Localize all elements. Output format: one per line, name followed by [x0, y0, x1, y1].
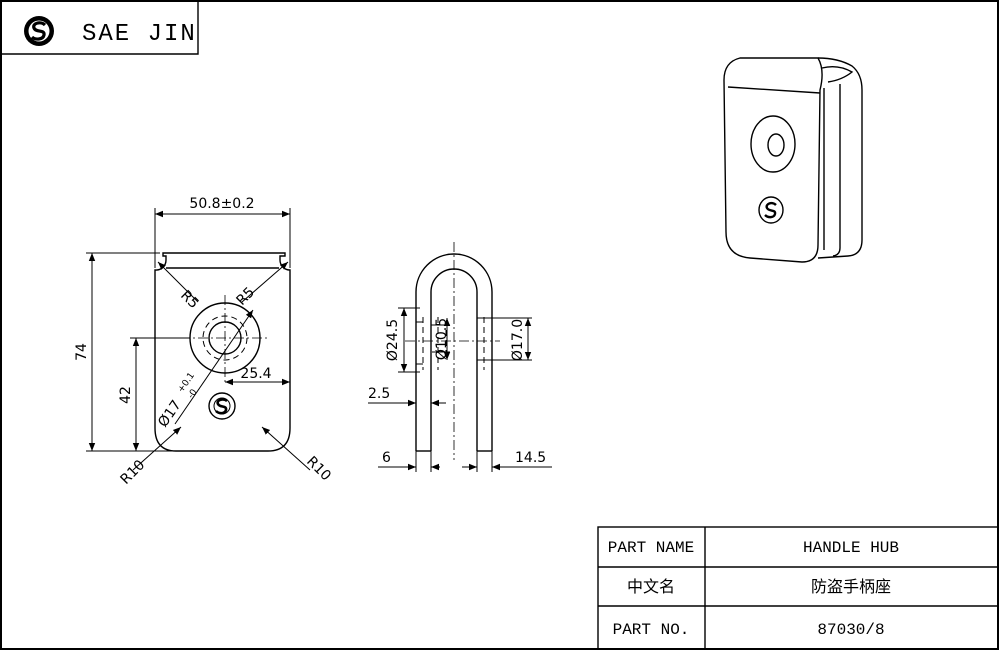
dim-radius-top-left: R5: [177, 288, 201, 312]
chinese-name-label: 中文名: [627, 577, 675, 596]
plate-outline: [154, 252, 291, 452]
title-block: PART NAME HANDLE HUB 中文名 防盗手柄座 PART NO. …: [597, 526, 999, 650]
dim-width: 50.8±0.2: [189, 196, 254, 212]
iso-front-face: [723, 57, 823, 263]
iso-boss: [750, 115, 796, 173]
part-no-label: PART NO.: [613, 621, 690, 639]
dim-right-width: 14.5: [515, 450, 546, 466]
part-no-value: 87030/8: [817, 621, 884, 639]
u-outer: [415, 253, 493, 451]
iso-logo-icon: [758, 196, 784, 224]
saejin-logo-icon: [24, 16, 54, 46]
chinese-name-value: 防盗手柄座: [811, 577, 891, 596]
brand-header: SAE JIN: [1, 1, 199, 55]
part-name-label: PART NAME: [608, 539, 694, 557]
brand-name: SAE JIN: [82, 21, 197, 48]
dim-radius-bottom-left: R10: [118, 457, 149, 488]
dim-hole-diameter: Ø17: [155, 397, 185, 430]
dim-height: 74: [74, 343, 90, 361]
dim-hole-offset: 25.4: [240, 366, 271, 382]
iso-fold: [817, 57, 863, 259]
dim-dia-outer: Ø24.5: [385, 319, 401, 361]
dim-thickness: 2.5: [368, 386, 390, 402]
dim-dia-inner: Ø10.5: [434, 318, 450, 360]
front-view: 50.8±0.2 74 42 25.4 R5 R5 Ø17 +0.1 -0 R1…: [74, 196, 334, 488]
part-name-value: HANDLE HUB: [803, 539, 899, 557]
side-view: Ø24.5 Ø10.5 Ø17.0 2.5 6 14.5: [368, 242, 552, 472]
dim-radius-bottom-right: R10: [303, 454, 334, 485]
dim-left-width: 6: [382, 450, 391, 466]
isometric-view: [723, 57, 863, 263]
plate-logo-icon: [208, 392, 236, 420]
iso-hole: [767, 133, 785, 157]
dim-hole-height: 42: [118, 386, 134, 404]
dim-hole-tol-lower: -0: [186, 387, 199, 400]
dim-dia-right: Ø17.0: [510, 319, 526, 361]
